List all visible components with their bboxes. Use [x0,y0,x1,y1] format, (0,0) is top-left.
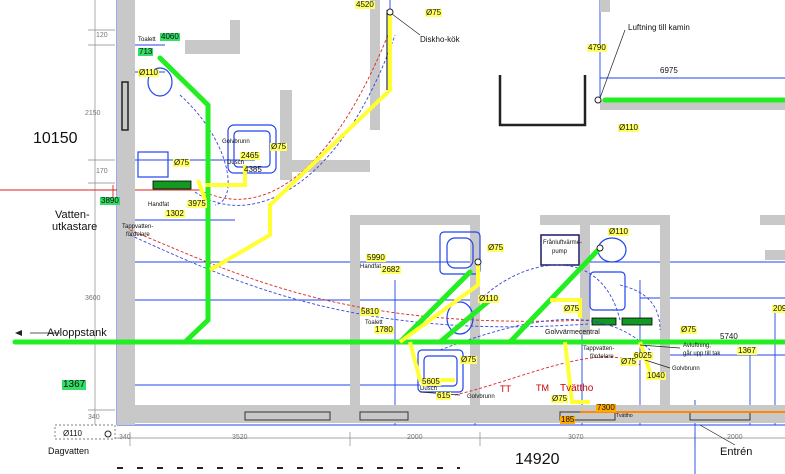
avloppstank-label: Avloppstank [47,327,107,339]
vatten-label: Vatten- [55,209,90,221]
tag-4385: 4385 [244,165,262,174]
walls [117,0,785,425]
tag-75-top: Ø75 [425,8,443,17]
toalett-mid-label: Toalett [365,320,383,326]
vent-pipes [196,10,652,404]
tag-1367-right: 1367 [737,346,757,355]
tag-110-dag: Ø110 [63,429,82,438]
toalett-top-label: Toalett [138,37,156,43]
tag-185: 185 [560,415,576,424]
tag-75-tt: Ø75 [620,357,638,366]
tag-75-golvv: Ø75 [563,304,581,313]
dim-2150: 2150 [85,110,101,117]
tag-5740: 5740 [720,332,738,341]
avluftning-2: går upp till tak [683,351,721,357]
tappvatten-right-2: fördelare [590,354,614,360]
tag-110-top: Ø110 [138,68,159,77]
pipe-ends [104,8,604,438]
tag-1302: 1302 [165,209,185,218]
tag-1040: 1040 [646,371,666,380]
tt-label: TT [500,384,511,394]
tag-110-pump: Ø110 [608,227,629,236]
tm-label: TM [536,383,549,393]
tag-4790: 4790 [587,43,607,52]
dagvatten-box [54,424,116,440]
tag-2465: 2465 [240,151,260,160]
handfat-left-label: Handfat [148,202,170,208]
golvbrunn-top-label: Golvbrunn [222,139,250,145]
tappvatten-left-2: fördelare [126,232,150,238]
dim-3070: 3070 [568,434,584,441]
luftning-label: Luftning till kamin [628,23,690,32]
manifold-left [152,180,192,190]
entren-label: Entrén [720,446,753,458]
tag-209: 209 [772,305,785,313]
arrow-avlopp [15,330,22,336]
dim-3600: 3600 [85,295,101,302]
tag-75-golv: Ø75 [270,142,288,151]
handfat-mid-label: Handfat [360,264,382,270]
dim-170: 170 [96,168,108,175]
fixtures [137,67,627,393]
tag-5990: 5990 [366,253,386,262]
tag-1367-left: 1367 [62,379,87,390]
avluftning-1: Avluftning, [683,343,711,349]
dim-3520: 3520 [232,434,248,441]
tag-7300: 7300 [596,403,616,412]
golvbrunn-bottom-label: Golvbrunn [467,394,495,400]
dusch-top-label: Dusch [227,160,245,166]
dusch-bottom-label: Dusch [420,386,438,392]
fireplace-outline [498,75,587,127]
dim-2000a: 2000 [407,434,423,441]
tag-75-right: Ø75 [680,325,698,334]
golvvarme-label: Golvvärmecentral [545,329,600,336]
utkastare-label: utkastare [52,221,98,233]
pex-lines [129,29,661,396]
tappvatten-left-1: Tappvatten- [122,224,154,230]
tag-75-dusch2: Ø75 [460,355,478,364]
total-width-label: 14920 [515,451,560,468]
dim-2000b: 2000 [727,434,743,441]
tappvatten-right-1: Tappvatten- [583,346,615,352]
dim-120: 120 [96,32,108,39]
tag-6975: 6975 [660,66,678,75]
grid-lines [116,0,785,474]
tag-75-dusch: Ø75 [173,158,191,167]
tag-1780: 1780 [374,325,394,334]
tag-713: 713 [138,47,154,56]
tag-110-kamin: Ø110 [618,123,639,132]
tag-2682: 2682 [381,265,401,274]
dagvatten-label: Dagvatten [48,446,90,456]
manifold-right [621,317,653,326]
leader-lines [30,13,736,446]
tag-6025: 6025 [633,351,653,360]
manifold-floorheat [591,317,617,326]
diskho-label: Diskho-kök [420,35,460,44]
tag-110-toalett: Ø110 [478,294,499,303]
heat-pump-box [540,234,580,266]
tag-75-tvatt: Ø75 [551,394,569,403]
tag-75-handfat: Ø75 [487,243,505,252]
tag-3975: 3975 [187,199,207,208]
tag-4060: 4060 [160,32,180,41]
radiator-left [121,81,129,131]
tag-3890: 3890 [100,196,120,205]
franluft-1: Frånluftvärme- [543,240,583,246]
tag-615: 615 [436,391,452,400]
franluft-2: pump [552,249,568,255]
dim-340h: 340 [119,434,131,441]
tag-5605: 5605 [421,377,441,386]
tag-4520: 4520 [355,0,375,9]
golvbrunn-right-label: Golvbrunn [672,366,700,372]
tag-5810: 5810 [360,307,380,316]
tvattho-small-label: Tvättho [616,413,633,419]
dim-340v: 340 [88,414,100,421]
tvattho-label: Tvättho [560,383,594,394]
total-height-label: 10150 [33,130,78,147]
